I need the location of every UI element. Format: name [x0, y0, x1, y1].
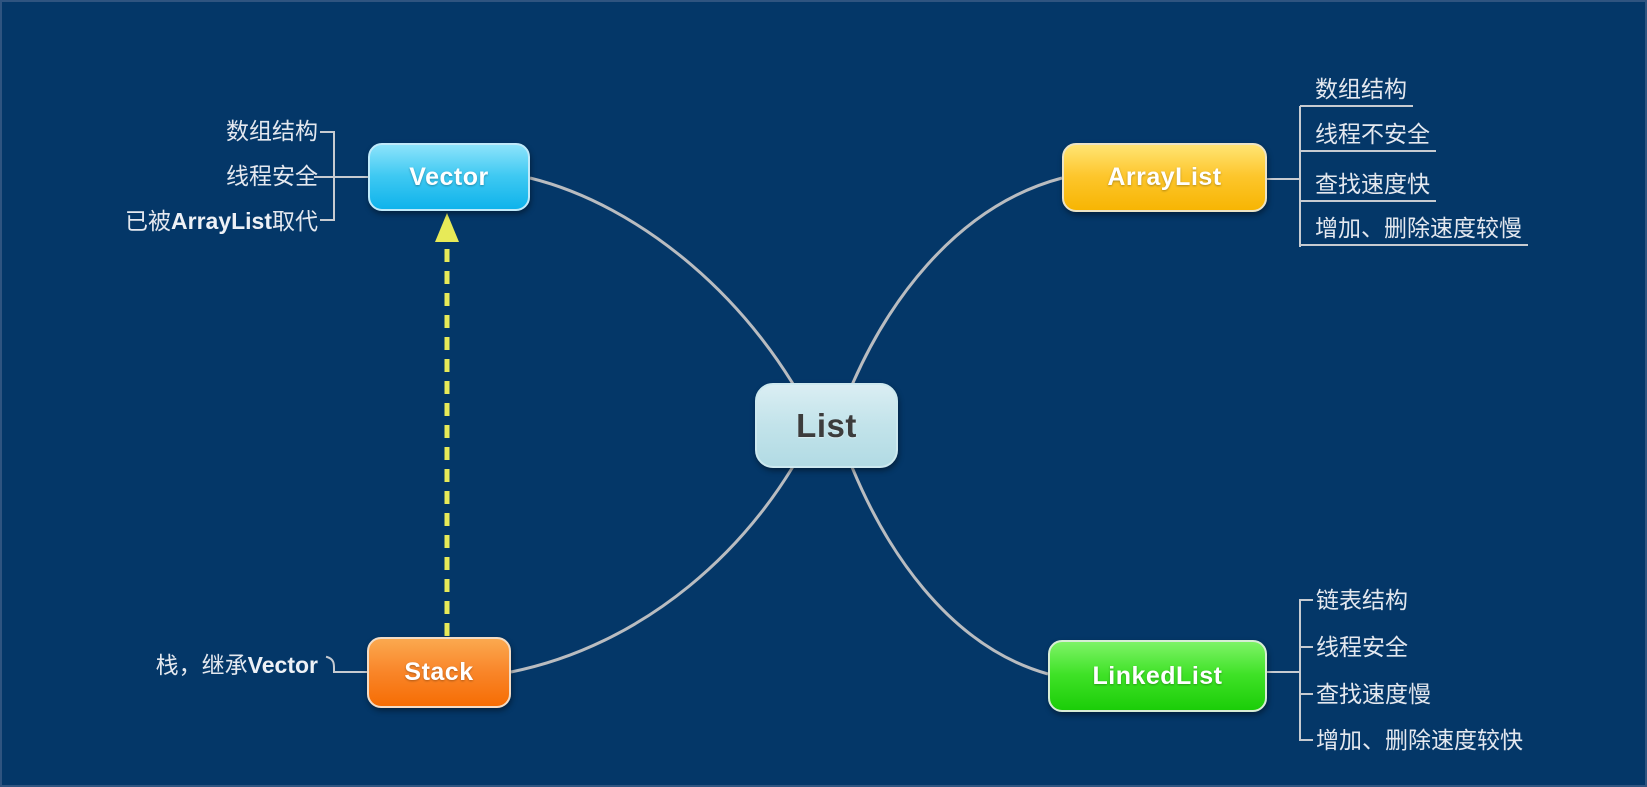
stack-note-strong: Vector — [247, 652, 318, 678]
stack-note-connector — [325, 655, 368, 673]
branch-list-vector — [529, 176, 818, 427]
node-linkedlist[interactable]: LinkedList — [1048, 640, 1267, 712]
arraylist-note-bracket — [1266, 106, 1301, 247]
vector-note-replaced-post: 取代 — [272, 208, 318, 234]
node-vector-label: Vector — [409, 162, 489, 191]
node-arraylist[interactable]: ArrayList — [1062, 143, 1267, 212]
node-vector[interactable]: Vector — [368, 143, 530, 211]
vector-note-bracket — [314, 131, 369, 221]
branch-list-arraylist — [834, 176, 1063, 427]
arraylist-note-fast-lookup: 查找速度快 — [1300, 168, 1436, 202]
linkedlist-note-fast-add-remove: 增加、删除速度较快 — [1316, 727, 1523, 753]
inheritance-arrow — [435, 213, 459, 636]
linkedlist-note-thread-safe: 线程安全 — [1316, 634, 1408, 660]
vector-note-replaced-pre: 已被 — [125, 208, 172, 234]
vector-note-replaced-strong: ArrayList — [171, 208, 272, 234]
vector-note-array-structure: 数组结构 — [226, 118, 318, 144]
arraylist-note-slow-add-remove: 增加、删除速度较慢 — [1300, 212, 1528, 246]
linkedlist-note-linked-structure: 链表结构 — [1316, 587, 1408, 613]
node-linkedlist-label: LinkedList — [1092, 661, 1223, 690]
branch-list-linkedlist — [834, 423, 1049, 676]
node-list-label: List — [796, 406, 857, 444]
inheritance-arrow-head — [435, 213, 459, 242]
linkedlist-note-bracket — [1266, 599, 1313, 741]
node-arraylist-label: ArrayList — [1107, 163, 1222, 191]
node-stack-label: Stack — [404, 658, 474, 686]
linkedlist-note-slow-lookup: 查找速度慢 — [1316, 681, 1431, 707]
arraylist-note-thread-unsafe: 线程不安全 — [1300, 118, 1436, 152]
node-stack[interactable]: Stack — [367, 637, 511, 708]
branch-list-stack — [510, 423, 818, 674]
node-list[interactable]: List — [755, 383, 898, 468]
vector-note-replaced-by-arraylist: 已被ArrayList取代 — [125, 208, 318, 234]
vector-note-thread-safe: 线程安全 — [226, 163, 318, 189]
stack-note-pre: 栈，继承 — [155, 652, 248, 678]
stack-note-extends-vector: 栈，继承Vector — [156, 652, 318, 678]
arraylist-note-array-structure: 数组结构 — [1300, 73, 1413, 107]
